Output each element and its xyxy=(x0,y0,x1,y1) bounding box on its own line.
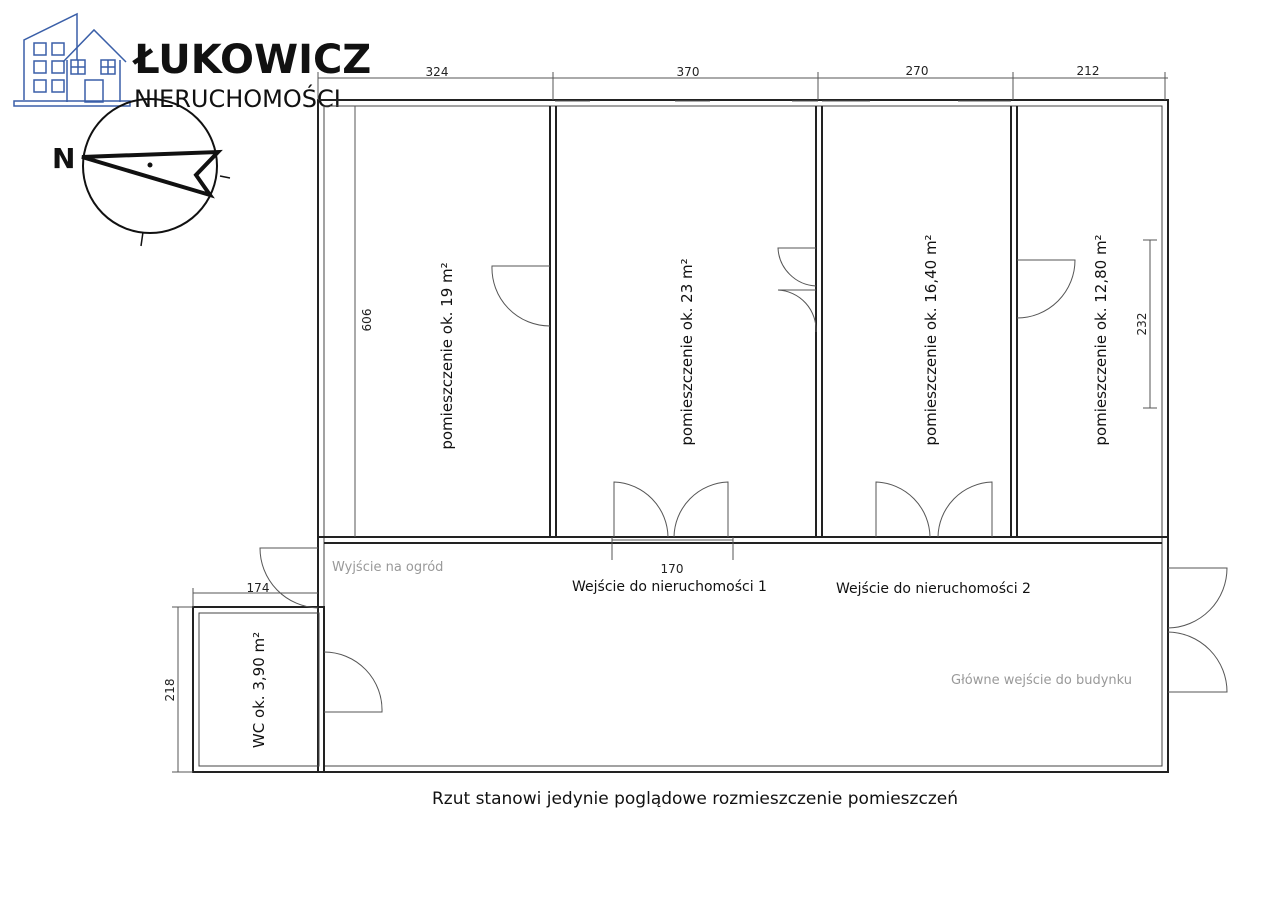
room-label-2: pomieszczenie ok. 23 m² xyxy=(678,258,696,445)
dimension-wc-width: 174 xyxy=(247,581,270,595)
room-label-wc: WC ok. 3,90 m² xyxy=(250,632,268,748)
logo: ŁUKOWICZ NIERUCHOMOŚCI xyxy=(13,12,371,113)
caption: Rzut stanowi jedynie poglądowe rozmieszc… xyxy=(432,789,958,809)
dimension-room-depth: 606 xyxy=(360,309,374,332)
compass-north-label: N xyxy=(52,142,75,175)
entry1-label: Wejście do nieruchomości 1 xyxy=(572,579,767,595)
dimension-room1-width: 324 xyxy=(426,65,449,79)
dimension-room3-width: 270 xyxy=(906,64,929,78)
room-label-3: pomieszczenie ok. 16,40 m² xyxy=(922,234,940,445)
doors xyxy=(259,247,1228,713)
house-logo-icon xyxy=(13,12,131,107)
logo-name: ŁUKOWICZ xyxy=(132,37,371,83)
logo-subtitle: NIERUCHOMOŚCI xyxy=(134,83,341,113)
entry2-label: Wejście do nieruchomości 2 xyxy=(836,581,1031,597)
garden-exit-label: Wyjście na ogród xyxy=(332,560,443,575)
dimension-wc-depth: 218 xyxy=(163,679,177,702)
room-label-4: pomieszczenie ok. 12,80 m² xyxy=(1092,234,1110,445)
compass-icon xyxy=(81,98,231,247)
dimension-room4-width: 212 xyxy=(1077,64,1100,78)
dimension-window-height: 232 xyxy=(1135,313,1149,336)
room-label-1: pomieszczenie ok. 19 m² xyxy=(438,262,456,449)
main-entry-label: Główne wejście do budynku xyxy=(951,673,1132,688)
dimension-entry-width: 170 xyxy=(661,562,684,576)
walls xyxy=(192,99,1169,773)
dimension-lines xyxy=(172,72,1168,773)
dimension-room2-width: 370 xyxy=(677,65,700,79)
